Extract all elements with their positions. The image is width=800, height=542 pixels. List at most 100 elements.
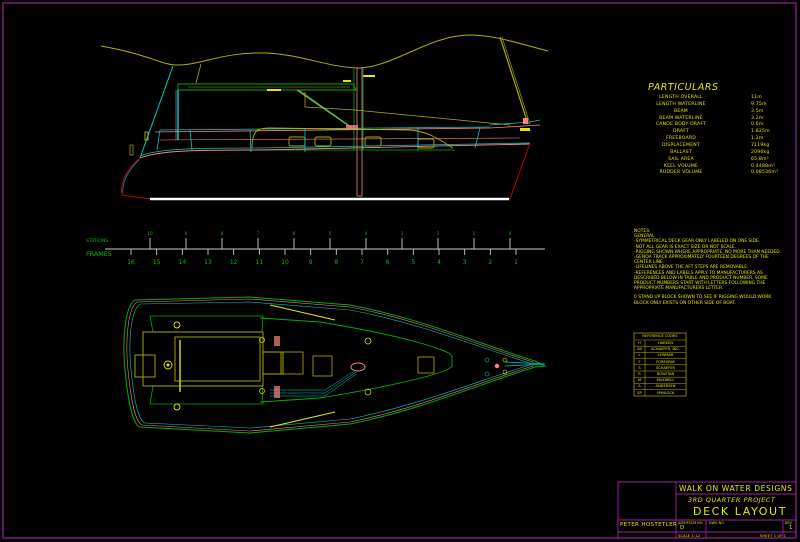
reference-code: F bbox=[638, 359, 641, 364]
stations-label: STATIONS bbox=[86, 239, 109, 244]
particulars-label: BEAM bbox=[674, 108, 688, 114]
rev-label: REV bbox=[785, 521, 792, 525]
particulars-label: SAIL AREA bbox=[668, 156, 694, 162]
particulars-value: 1.2m bbox=[751, 136, 764, 142]
particulars-label: RUDDER VOLUME bbox=[659, 170, 703, 176]
reference-code: S bbox=[638, 365, 641, 370]
scale-value: SCALE 1:12 bbox=[678, 533, 700, 538]
sheet-title: DECK LAYOUT bbox=[693, 505, 788, 518]
dwg-no-label: DWG NO. bbox=[709, 521, 725, 525]
reference-code: SP bbox=[637, 390, 642, 395]
station-label: 9 bbox=[184, 231, 188, 236]
mast bbox=[356, 67, 363, 197]
winch-icon bbox=[259, 337, 265, 343]
station-label: 6 bbox=[292, 231, 296, 236]
forward-hatch bbox=[417, 356, 435, 374]
notes-heading: NOTES: bbox=[634, 229, 651, 234]
frame-label: 11 bbox=[255, 259, 264, 266]
frame-label: 16 bbox=[127, 259, 135, 266]
reference-maker: LEWMAR bbox=[657, 353, 674, 358]
station-label: 2 bbox=[436, 231, 440, 236]
particulars-row: BALLAST 2096kg bbox=[626, 150, 796, 156]
reference-code: SB bbox=[637, 347, 642, 352]
reference-maker: SCHAEFER, INC. bbox=[651, 347, 680, 352]
companionway-hatch bbox=[282, 351, 304, 375]
frames-label: FRAMES bbox=[86, 250, 112, 258]
particulars-row: CANOE BODY DRAFT 0.6m bbox=[626, 122, 796, 128]
forestay-line bbox=[499, 36, 529, 125]
reference-maker: ANDERSEN bbox=[655, 384, 676, 389]
particulars-row: FREEBOARD 1.2m bbox=[626, 136, 796, 142]
size-value: D bbox=[680, 525, 685, 531]
helm-icon bbox=[163, 360, 173, 370]
deck-plan-view bbox=[123, 296, 547, 434]
particulars-label: FREEBOARD bbox=[666, 136, 696, 142]
sheet-number: SHEET 1 OF 1 bbox=[760, 533, 787, 538]
particulars-label: BALLAST bbox=[670, 149, 692, 155]
general-notes: NOTES: GENERAL -SYMMETRICAL DECK GEAR ON… bbox=[634, 229, 784, 306]
reference-codes-table bbox=[633, 332, 687, 397]
particulars-value: 9.75m bbox=[751, 101, 767, 107]
backstay-line bbox=[139, 65, 174, 159]
company-name: WALK ON WATER DESIGNS bbox=[679, 484, 793, 493]
note-line: -RIGGING SHOWN WHERE APPROPRIATE, NO MOR… bbox=[634, 249, 782, 255]
station-label: 8 bbox=[220, 231, 224, 236]
winch-icon bbox=[173, 403, 181, 411]
frame-label: 9 bbox=[308, 259, 313, 266]
particulars-value: 2096kg bbox=[751, 149, 770, 155]
reference-maker: HARKEN bbox=[658, 341, 673, 345]
particulars-value: 65.8m² bbox=[751, 156, 769, 162]
reference-maker: RONSTAN bbox=[656, 372, 675, 376]
particulars-label: DISPLACEMENT bbox=[662, 142, 700, 148]
frame-label: 15 bbox=[152, 259, 161, 266]
genoa-track bbox=[269, 304, 336, 321]
frame-label: 6 bbox=[385, 259, 390, 266]
reference-table-heading: REFERENCE CODES bbox=[642, 334, 678, 338]
station-label: 4 bbox=[364, 231, 368, 236]
frame-label: 4 bbox=[437, 259, 441, 266]
winch-icon bbox=[259, 388, 265, 394]
reference-code: L bbox=[638, 353, 641, 358]
frame-label: 12 bbox=[229, 259, 238, 266]
size-label: SIZE/FSCM NO. bbox=[678, 521, 704, 525]
note-line: -SYMMETRICAL DECK GEAR ONLY LABELED ON O… bbox=[634, 239, 759, 245]
note-line: -REFERENCES AND LABELS APPLY TO MANUFACT… bbox=[634, 270, 768, 292]
halyards bbox=[270, 369, 357, 397]
particulars-row: BEAM 3.5m bbox=[626, 109, 796, 115]
note-line: -GENOA TRACK APPROXIMATELY FOURTEEN DEGR… bbox=[634, 255, 769, 266]
winch-icon bbox=[173, 321, 181, 329]
reference-code: M bbox=[637, 378, 642, 383]
frame-label: 5 bbox=[411, 259, 416, 266]
station-label: 3 bbox=[400, 231, 404, 236]
cockpit bbox=[142, 331, 264, 387]
hull-outline-plan bbox=[123, 296, 547, 434]
notes-subheading: GENERAL bbox=[634, 234, 655, 240]
reference-maker: MAXWELL bbox=[656, 378, 675, 383]
particulars-heading: PARTICULARS bbox=[648, 82, 719, 93]
cabin-top bbox=[251, 127, 454, 149]
drawn-by: PETER HOSTETLER bbox=[620, 522, 678, 528]
particulars-value: 3.5m bbox=[751, 108, 764, 114]
particulars-label: DRAFT bbox=[672, 129, 690, 135]
reference-code: R bbox=[638, 372, 641, 376]
frame-label: 3 bbox=[462, 259, 467, 266]
genoa-track bbox=[269, 411, 336, 428]
cabin-port-light bbox=[288, 136, 306, 147]
particulars-label: CANOE BODY DRAFT bbox=[655, 122, 707, 128]
frame-label: 14 bbox=[178, 259, 187, 266]
station-label: 10 bbox=[147, 231, 153, 236]
station-scale-bar bbox=[105, 238, 545, 255]
particulars-value: 0.6m bbox=[751, 122, 764, 128]
side-profile-view bbox=[100, 34, 549, 201]
station-label: 1 bbox=[472, 231, 476, 236]
note-line: 0 STAND UP BLOCK SHOWN TO SEE IF RIGGING… bbox=[634, 295, 773, 306]
reference-code: A bbox=[638, 384, 641, 389]
